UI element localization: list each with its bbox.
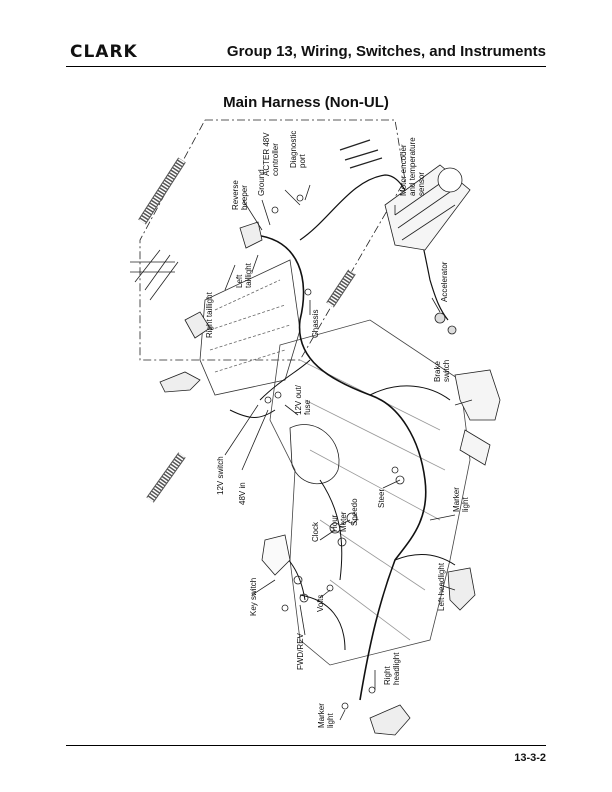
label-hour-meter: Hour Meter xyxy=(330,511,348,532)
label-volts: Volts xyxy=(316,595,325,612)
label-reverse-beeper: Reverse beeper xyxy=(231,178,249,210)
label-right-headlight: Right headlight xyxy=(383,652,401,685)
clark-logo: CLARK xyxy=(70,42,138,62)
label-marker-light-right: Marker light xyxy=(452,485,470,512)
steering-wheel xyxy=(289,424,340,485)
fastener-group xyxy=(130,249,179,301)
label-12v-switch: 12V switch xyxy=(216,456,225,495)
motor xyxy=(384,164,471,251)
label-48v-in: 48V in xyxy=(238,482,247,505)
key-switch xyxy=(261,534,291,576)
label-speedo: Speedo xyxy=(350,498,359,526)
right-headlight xyxy=(369,704,411,736)
spiral-tube-top xyxy=(138,157,186,225)
label-brake-switch: Brake switch xyxy=(433,359,451,382)
label-acter-controller: ACTER 48V controller xyxy=(262,130,280,176)
rear-panel xyxy=(199,259,301,396)
label-ground: Ground xyxy=(257,169,266,196)
section-title: Group 13, Wiring, Switches, and Instrume… xyxy=(226,43,546,60)
label-left-headlight: Left headlight xyxy=(437,562,446,611)
label-diagnostic-port: Diagnostic port xyxy=(289,128,307,168)
main-harness xyxy=(254,234,427,701)
label-key-switch: Key switch xyxy=(249,578,258,616)
header-rule xyxy=(66,66,546,67)
label-12v-out-fuse: 12V out/ fuse xyxy=(294,383,312,415)
figure-title: Main Harness (Non-UL) xyxy=(223,94,389,111)
label-left-taillight: Left taillight xyxy=(235,262,253,288)
accelerator xyxy=(434,312,457,335)
label-right-taillight: Right taillight xyxy=(205,291,214,338)
label-chassis: Chassis xyxy=(311,310,320,338)
handle xyxy=(159,371,201,393)
page-number: 13-3-2 xyxy=(514,752,546,764)
brake-switch-assembly xyxy=(454,369,501,466)
truck-frame xyxy=(269,319,471,666)
label-accelerator: Accelerator xyxy=(440,261,449,302)
left-taillight xyxy=(239,221,263,249)
label-clock: Clock xyxy=(311,521,320,542)
label-fwd-rev: FWD/REV xyxy=(296,632,305,670)
label-steer: Steer xyxy=(377,489,386,508)
label-motor-encoder: Motor encoder and temperature sensor xyxy=(399,135,426,196)
spiral-tube-middle xyxy=(326,269,356,308)
label-marker-light-bottom: Marker light xyxy=(317,701,335,728)
footer-rule xyxy=(66,745,546,746)
spiral-tube-bottom xyxy=(146,452,186,503)
left-headlight xyxy=(447,567,476,611)
